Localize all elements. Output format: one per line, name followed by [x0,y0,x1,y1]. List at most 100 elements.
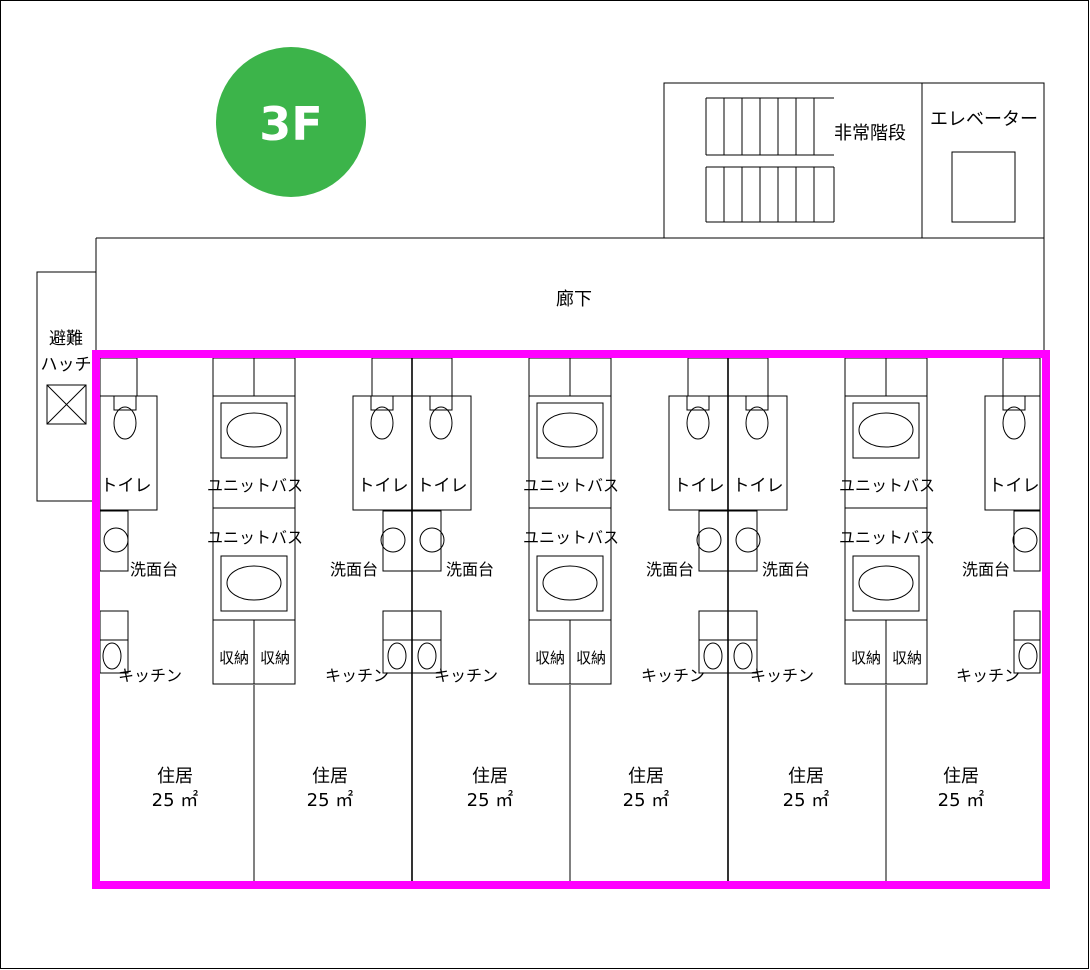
bath-label: ユニットバス [207,528,303,547]
sink-unit [727,510,758,572]
unit-3-label: 住居 [472,766,508,787]
wet-area-d: トイレ 洗面台 キッチン [956,357,1041,685]
bath-label: ユニットバス [207,476,303,495]
bath-group-3: ユニットバス ユニットバス 収納 収納 [839,357,935,685]
bathtub-icon [542,412,598,448]
hatch-symbol [46,384,87,425]
bath-group-2: ユニットバス ユニットバス 収納 収納 [523,357,619,685]
sink-icon [380,527,406,553]
emergency-stairs-label: 非常階段 [834,123,906,144]
toilet-label: トイレ [417,476,468,496]
kitchen-label: キッチン [118,666,182,685]
stove-icon [733,642,753,670]
stove-icon [387,642,407,670]
bath-label: ユニットバス [839,528,935,547]
toilet-icon [429,406,453,440]
escape-hatch-label-line1: 避難 [49,329,83,349]
wet-area-b: トイレ トイレ 洗面台 洗面台 キッチン キッチン [325,357,498,685]
stairs-outline [663,82,923,239]
elevator-car [951,151,1016,223]
sink-label: 洗面台 [446,560,494,579]
toilet-icon [745,406,769,440]
unit-5-label: 住居 [788,766,824,787]
toilet-label: トイレ [674,476,725,496]
unit-bath [528,507,612,621]
stairs-treads-lower [705,166,835,223]
toilet-label: トイレ [358,476,409,496]
sink-label: 洗面台 [646,560,694,579]
stove-icon [417,642,437,670]
sink-unit [698,510,729,572]
bath-group-1: ユニットバス ユニットバス 収納 収納 [207,357,303,685]
corridor-label: 廊下 [556,289,592,310]
storage-label: 収納 [535,649,565,667]
unit-bath [844,507,928,621]
unit-3-area: 25 ㎡ [467,789,514,811]
storage-label: 収納 [851,649,881,667]
storage-label: 収納 [892,649,922,667]
kitchen-label: キッチン [434,666,498,685]
bath-label: ユニットバス [839,476,935,495]
sink-label: 洗面台 [762,560,810,579]
unit-labels: 住居 25 ㎡ 住居 25 ㎡ 住居 25 ㎡ 住居 25 ㎡ 住居 25 ㎡ … [152,766,985,811]
unit-4-label: 住居 [628,766,664,787]
bath-label: ユニットバス [523,528,619,547]
sink-unit [382,510,413,572]
storage [253,619,296,685]
sink-icon [735,527,761,553]
storage [885,619,928,685]
sink-label: 洗面台 [130,560,178,579]
sink-icon [1012,527,1038,553]
bathtub-icon [542,565,598,601]
elevator-outline [921,82,1045,239]
sink-icon [419,527,445,553]
kitchen-label: キッチン [956,666,1020,685]
toilet-icon [370,406,394,440]
stove-icon [703,642,723,670]
toilet-icon [686,406,710,440]
storage [569,619,612,685]
bathtub-icon [226,565,282,601]
bathtub-icon [858,565,914,601]
kitchen-label: キッチン [325,666,389,685]
wet-area-a: トイレ 洗面台 キッチン [99,357,182,685]
escape-hatch-label-line2: ハッチ [41,355,92,375]
toilet-icon [1002,406,1026,440]
highlight-frame [92,350,1050,889]
escape-hatch-outline [36,271,97,502]
kitchen-label: キッチン [750,666,814,685]
sink-icon [696,527,722,553]
wet-area-c: トイレ トイレ 洗面台 洗面台 キッチン キッチン [641,357,814,685]
stairs-treads-upper [705,97,834,156]
unit-4-area: 25 ㎡ [623,789,670,811]
storage-label: 収納 [260,649,290,667]
sink-label: 洗面台 [330,560,378,579]
sink-unit [1013,510,1041,572]
storage-label: 収納 [219,649,249,667]
sink-unit [411,510,442,572]
floor-label: 3F [259,97,322,151]
bath-label: ユニットバス [523,476,619,495]
toilet-icon [113,406,137,440]
emergency-stairs: 非常階段 [663,82,923,239]
kitchen-unit [1013,610,1041,674]
stove-icon [102,642,122,670]
unit-1-label: 住居 [157,766,193,787]
unit-bath [212,507,296,621]
sink-label: 洗面台 [962,560,1010,579]
unit-5-area: 25 ㎡ [783,789,830,811]
elevator: エレベーター [921,82,1045,239]
floor-badge-circle [216,47,366,197]
toilet-label: トイレ [733,476,784,496]
stove-icon [1018,642,1038,670]
storage-label: 収納 [576,649,606,667]
unit-6-area: 25 ㎡ [938,789,985,811]
unit-2-label: 住居 [312,766,348,787]
elevator-label: エレベーター [930,109,1038,130]
corridor: 廊下 [95,237,1045,352]
unit-2-area: 25 ㎡ [307,789,354,811]
toilet-tank [113,395,137,411]
kitchen-unit [411,610,442,674]
unit-6-label: 住居 [943,766,979,787]
